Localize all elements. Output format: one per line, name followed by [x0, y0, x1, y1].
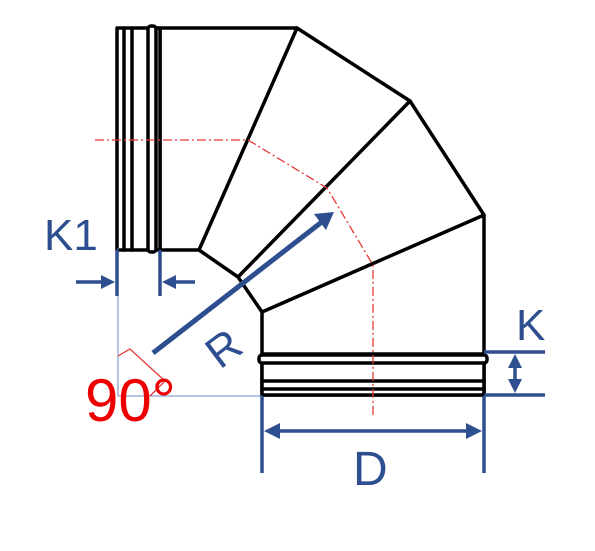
- k-arrow-down: [508, 379, 522, 393]
- left-seal-ring: [146, 24, 158, 254]
- k1-dimension: [76, 250, 195, 296]
- d-arrow-right: [466, 423, 482, 439]
- segment-seam-2: [236, 99, 412, 279]
- d-label: D: [353, 443, 388, 496]
- segment-seam-1: [197, 26, 299, 252]
- left-seal-sleeve: [115, 24, 162, 254]
- radius-arrow: [151, 212, 334, 355]
- radius-arrow-head: [314, 212, 334, 230]
- k-label: K: [516, 301, 545, 350]
- k-dimension: [484, 350, 545, 397]
- d-arrow-left: [264, 423, 280, 439]
- k1-arrow-left: [162, 275, 176, 289]
- angle-label: 90°: [85, 367, 176, 434]
- k1-arrow-right: [101, 275, 115, 289]
- k1-label: K1: [44, 211, 98, 260]
- r-label: R: [197, 320, 252, 378]
- segment-seam-3: [260, 213, 486, 314]
- d-dimension: [260, 396, 486, 473]
- right-angle-mark: [117, 348, 166, 397]
- k-arrow-up: [508, 354, 522, 368]
- centerline: [95, 139, 374, 415]
